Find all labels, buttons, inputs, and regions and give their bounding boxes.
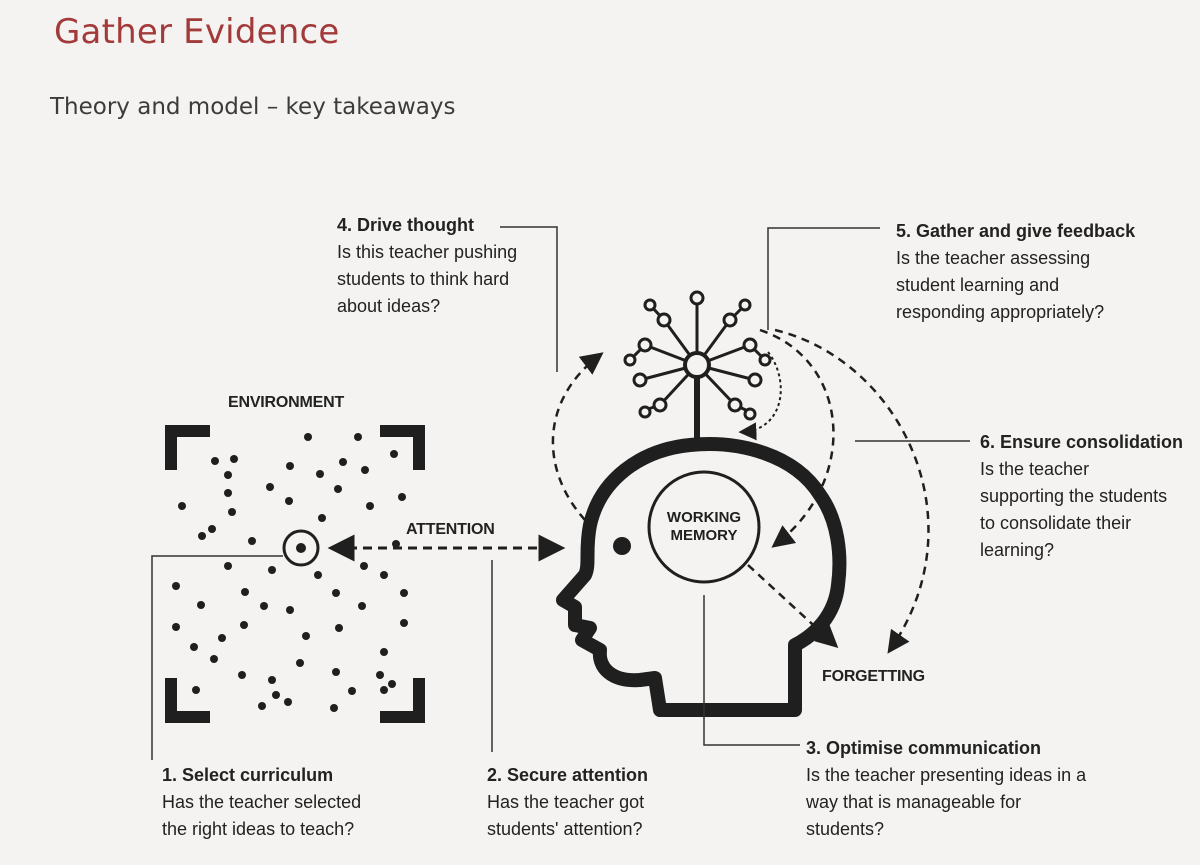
callout-heading: 2. Secure attention <box>487 765 649 785</box>
attention-label: ATTENTION <box>406 521 495 538</box>
consolidation-arrow <box>774 328 930 654</box>
environment-label: ENVIRONMENT <box>228 394 345 411</box>
callout-line: Is this teacher pushing <box>337 242 518 262</box>
callout-line: Has the teacher got <box>487 792 645 812</box>
callout-line: Is the teacher presenting ideas in a <box>806 765 1087 785</box>
page-title: Gather Evidence <box>54 12 340 52</box>
callout-heading: 1. Select curriculum <box>162 765 334 785</box>
retrieval-arrow <box>759 328 835 548</box>
forgetting-label: FORGETTING <box>822 668 925 685</box>
page-subtitle: Theory and model – key takeaways <box>50 94 456 120</box>
working-memory-line2: MEMORY <box>670 527 738 544</box>
callout-ensure-consolidation: 6. Ensure consolidation Is the teacher s… <box>980 429 1183 564</box>
callout-line: Is the teacher assessing <box>896 248 1091 268</box>
callout-line: supporting the students <box>980 486 1168 506</box>
callout-select-curriculum: 1. Select curriculum Has the teacher sel… <box>162 762 361 843</box>
callout-line: the right ideas to teach? <box>162 819 355 839</box>
callout-heading: 5. Gather and give feedback <box>896 221 1136 241</box>
callout-gather-feedback: 5. Gather and give feedback Is the teach… <box>896 218 1135 326</box>
callout-optimise-communication: 3. Optimise communication Is the teacher… <box>806 735 1086 843</box>
callout-heading: 3. Optimise communication <box>806 738 1042 758</box>
environment-dots <box>172 433 408 712</box>
callout-line: Is the teacher <box>980 459 1090 479</box>
callout-line: students to think hard <box>337 269 510 289</box>
head-eye <box>613 537 631 555</box>
callout-line: Has the teacher selected <box>162 792 362 812</box>
callout-line: to consolidate their <box>980 513 1132 533</box>
callout-secure-attention: 2. Secure attention Has the teacher got … <box>487 762 648 843</box>
callout-heading: 4. Drive thought <box>337 215 475 235</box>
callout-line: students' attention? <box>487 819 643 839</box>
environment-frame <box>165 425 425 723</box>
forgetting-arrow <box>747 564 839 649</box>
callout-line: about ideas? <box>337 296 441 316</box>
callout-heading: 6. Ensure consolidation <box>980 432 1184 452</box>
callout-drive-thought: 4. Drive thought Is this teacher pushing… <box>337 212 517 320</box>
working-memory-circle <box>647 470 761 584</box>
callout-leader-lines <box>151 226 970 760</box>
long-term-memory-network-icon <box>623 290 772 447</box>
working-memory-line1: WORKING <box>666 509 742 526</box>
callout-line: student learning and <box>896 275 1060 295</box>
attention-target-icon <box>282 529 320 567</box>
working-memory-label: WORKING MEMORY <box>649 509 759 545</box>
callout-line: students? <box>806 819 885 839</box>
callout-line: way that is manageable for <box>806 792 1022 812</box>
callout-line: learning? <box>980 540 1055 560</box>
callout-line: responding appropriately? <box>896 302 1105 322</box>
feedback-loop-arrow <box>738 351 782 441</box>
drive-thought-arrow <box>551 352 604 521</box>
